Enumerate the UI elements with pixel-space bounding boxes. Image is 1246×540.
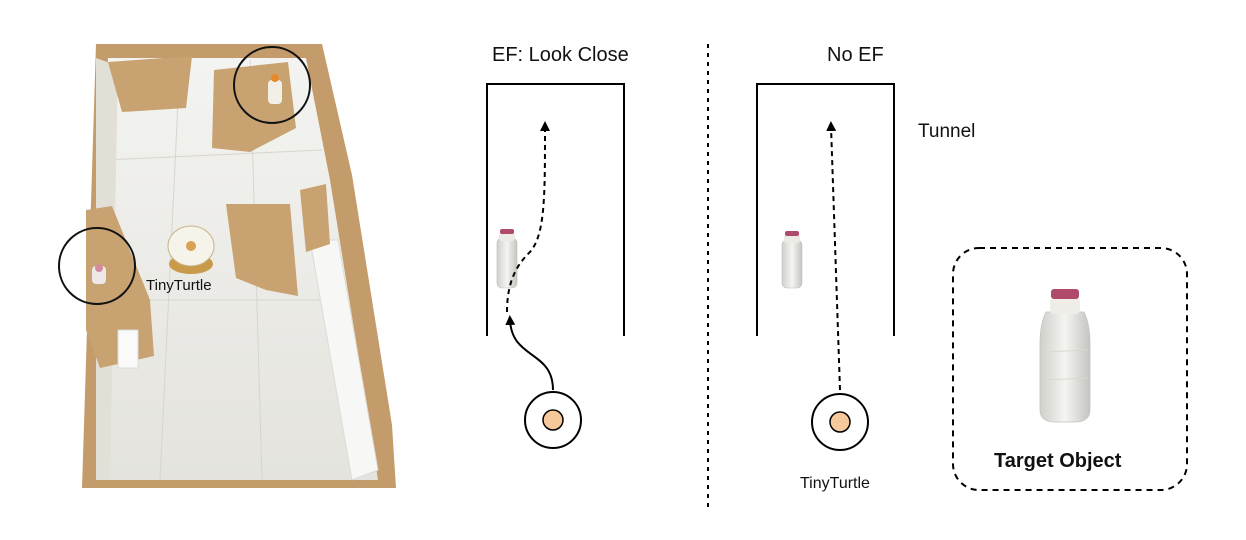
panel-no-ef: No EF Tunnel TinyTurtle xyxy=(756,44,975,492)
target-object-box: Target Object xyxy=(952,247,1188,491)
cardboard-patch xyxy=(226,204,298,296)
highlight-circle xyxy=(58,227,136,305)
tunnel-label: Tunnel xyxy=(918,121,975,142)
trajectory-approach xyxy=(505,315,554,391)
bottle-icon xyxy=(781,231,803,289)
white-box xyxy=(117,329,139,369)
cardboard-patch xyxy=(108,56,192,112)
bottle-photo-far xyxy=(268,74,282,104)
arena-photo: TinyTurtle xyxy=(58,44,396,488)
target-object-label: Target Object xyxy=(994,450,1122,472)
bottle-icon xyxy=(496,229,518,289)
robot-icon xyxy=(811,393,869,451)
robot-icon xyxy=(524,391,582,449)
trajectory-no-ef xyxy=(826,121,841,391)
photo-robot-label: TinyTurtle xyxy=(146,277,212,294)
panel-no-ef-title: No EF xyxy=(827,44,884,66)
bottle-photo-near xyxy=(92,264,106,284)
tunnel-walls-ef xyxy=(486,83,625,336)
tunnel-walls-no-ef xyxy=(756,83,895,336)
highlight-circle xyxy=(233,46,311,124)
cardboard-patch xyxy=(86,206,154,368)
trajectory-ef xyxy=(506,121,550,313)
target-bottle-image xyxy=(1039,289,1091,423)
tinyturtle-robot-photo xyxy=(167,225,215,274)
cardboard-patch xyxy=(300,184,330,252)
panel-ef-title: EF: Look Close xyxy=(492,44,629,66)
panel-robot-label: TinyTurtle xyxy=(800,475,870,492)
panel-ef: EF: Look Close xyxy=(486,44,629,449)
